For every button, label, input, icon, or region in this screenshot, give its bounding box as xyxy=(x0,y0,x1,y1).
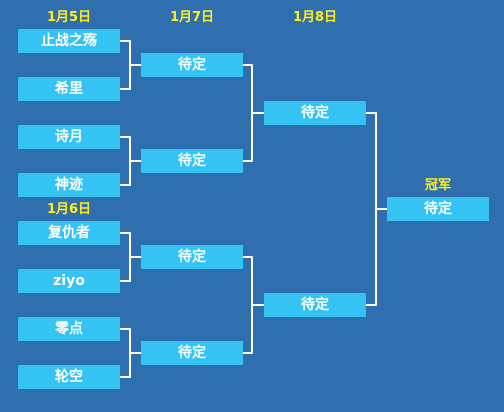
r3-slot-2[interactable]: 待定 xyxy=(264,293,366,317)
connector-r3-final xyxy=(366,112,387,306)
connector-r1-match1 xyxy=(120,40,141,90)
connector-r2-match1 xyxy=(243,64,264,162)
round2-date: 1月7日 xyxy=(169,10,215,25)
r1-slot-1[interactable]: 止战之殇 xyxy=(18,29,120,53)
connector-r1-match4 xyxy=(120,328,141,378)
r1-slot-2[interactable]: 希里 xyxy=(18,77,120,101)
r2-slot-2[interactable]: 待定 xyxy=(141,149,243,173)
r1-slot-7[interactable]: 零点 xyxy=(18,317,120,341)
r1-slot-5[interactable]: 复仇者 xyxy=(18,221,120,245)
connector-r2-match2 xyxy=(243,256,264,354)
round1-date-bottom: 1月6日 xyxy=(46,202,92,217)
r1-slot-8[interactable]: 轮空 xyxy=(18,365,120,389)
connector-r1-match2 xyxy=(120,136,141,186)
r2-slot-3[interactable]: 待定 xyxy=(141,245,243,269)
r1-slot-4[interactable]: 神迹 xyxy=(18,173,120,197)
r2-slot-4[interactable]: 待定 xyxy=(141,341,243,365)
r2-slot-1[interactable]: 待定 xyxy=(141,53,243,77)
champion-slot[interactable]: 待定 xyxy=(387,197,489,221)
r3-slot-1[interactable]: 待定 xyxy=(264,101,366,125)
connector-r1-match3 xyxy=(120,232,141,282)
round1-date-top: 1月5日 xyxy=(46,10,92,25)
r1-slot-6[interactable]: ziyo xyxy=(18,269,120,293)
round3-date: 1月8日 xyxy=(292,10,338,25)
r1-slot-3[interactable]: 诗月 xyxy=(18,125,120,149)
champion-label: 冠军 xyxy=(424,178,451,193)
